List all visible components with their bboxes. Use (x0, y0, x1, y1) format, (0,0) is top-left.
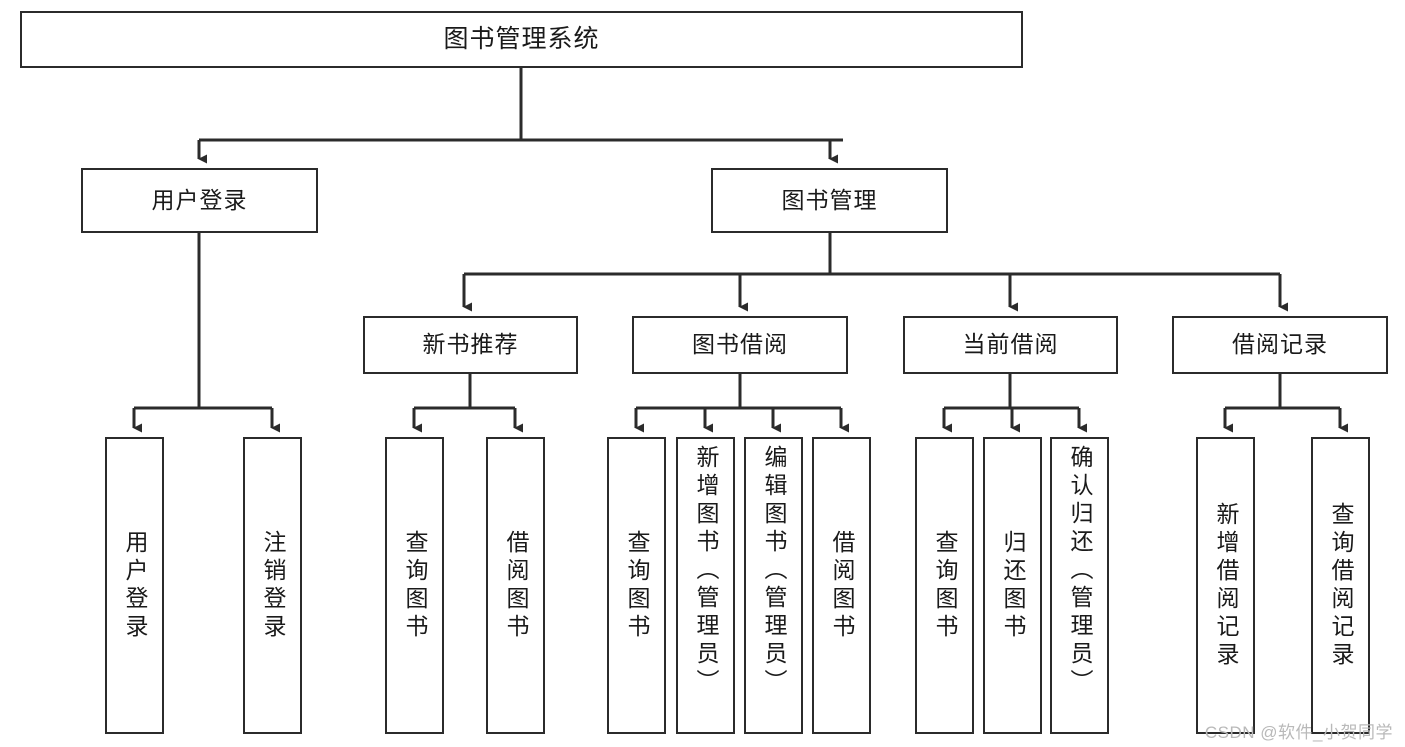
node-leaf-edit-book-label: 编辑图书（管理员） (761, 445, 787, 697)
node-leaf-borrow-book[interactable]: 借阅图书 (812, 437, 871, 734)
node-leaf-query-book-borrow-label: 查询图书 (624, 529, 650, 642)
node-leaf-query-book-borrow[interactable]: 查询图书 (607, 437, 666, 734)
node-new-book-recommend-label: 新书推荐 (422, 331, 519, 358)
node-leaf-user-login[interactable]: 用户登录 (105, 437, 164, 734)
edge-user-login-to-leaves (132, 233, 280, 433)
node-new-book-recommend[interactable]: 新书推荐 (363, 316, 578, 374)
node-book-manage[interactable]: 图书管理 (711, 168, 948, 233)
node-leaf-return-book-label: 归还图书 (1000, 529, 1026, 642)
node-root[interactable]: 图书管理系统 (20, 11, 1023, 68)
node-book-borrow[interactable]: 图书借阅 (632, 316, 848, 374)
node-leaf-logout-login[interactable]: 注销登录 (243, 437, 302, 734)
node-current-borrow[interactable]: 当前借阅 (903, 316, 1118, 374)
node-leaf-user-login-label: 用户登录 (122, 529, 148, 642)
node-leaf-confirm-return-label: 确认归还（管理员） (1067, 445, 1093, 697)
node-borrow-record-label: 借阅记录 (1232, 331, 1328, 358)
edge-borrow-record-to-leaves (1223, 374, 1348, 433)
node-leaf-query-borrow-record[interactable]: 查询借阅记录 (1311, 437, 1370, 734)
node-leaf-query-book-recommend[interactable]: 查询图书 (385, 437, 444, 734)
node-leaf-edit-book[interactable]: 编辑图书（管理员） (744, 437, 803, 734)
edge-book-borrow-to-leaves (634, 374, 849, 433)
edge-book-manage-to-level3 (462, 233, 1288, 312)
node-user-login[interactable]: 用户登录 (81, 168, 318, 233)
node-leaf-logout-login-label: 注销登录 (260, 529, 286, 642)
node-current-borrow-label: 当前借阅 (962, 331, 1059, 358)
node-leaf-query-book-current-label: 查询图书 (932, 529, 958, 642)
node-leaf-add-borrow-record-label: 新增借阅记录 (1213, 501, 1239, 670)
node-leaf-add-borrow-record[interactable]: 新增借阅记录 (1196, 437, 1255, 734)
node-root-label: 图书管理系统 (443, 24, 600, 53)
node-leaf-query-borrow-record-label: 查询借阅记录 (1328, 501, 1354, 670)
edge-root-to-level2 (197, 68, 843, 164)
node-book-borrow-label: 图书借阅 (692, 331, 788, 358)
node-book-manage-label: 图书管理 (781, 186, 878, 213)
node-leaf-query-book-recommend-label: 查询图书 (402, 529, 428, 642)
node-leaf-confirm-return[interactable]: 确认归还（管理员） (1050, 437, 1109, 734)
node-leaf-return-book[interactable]: 归还图书 (983, 437, 1042, 734)
node-leaf-borrow-book-label: 借阅图书 (829, 529, 855, 642)
node-leaf-query-book-current[interactable]: 查询图书 (915, 437, 974, 734)
node-leaf-add-book[interactable]: 新增图书（管理员） (676, 437, 735, 734)
node-leaf-borrow-book-recommend[interactable]: 借阅图书 (486, 437, 545, 734)
node-leaf-add-book-label: 新增图书（管理员） (693, 445, 719, 697)
node-user-login-label: 用户登录 (151, 186, 248, 213)
node-borrow-record[interactable]: 借阅记录 (1172, 316, 1388, 374)
edge-current-borrow-to-leaves (942, 374, 1087, 433)
node-leaf-borrow-book-recommend-label: 借阅图书 (503, 529, 529, 642)
edge-new-book-recommend-to-leaves (412, 374, 523, 433)
